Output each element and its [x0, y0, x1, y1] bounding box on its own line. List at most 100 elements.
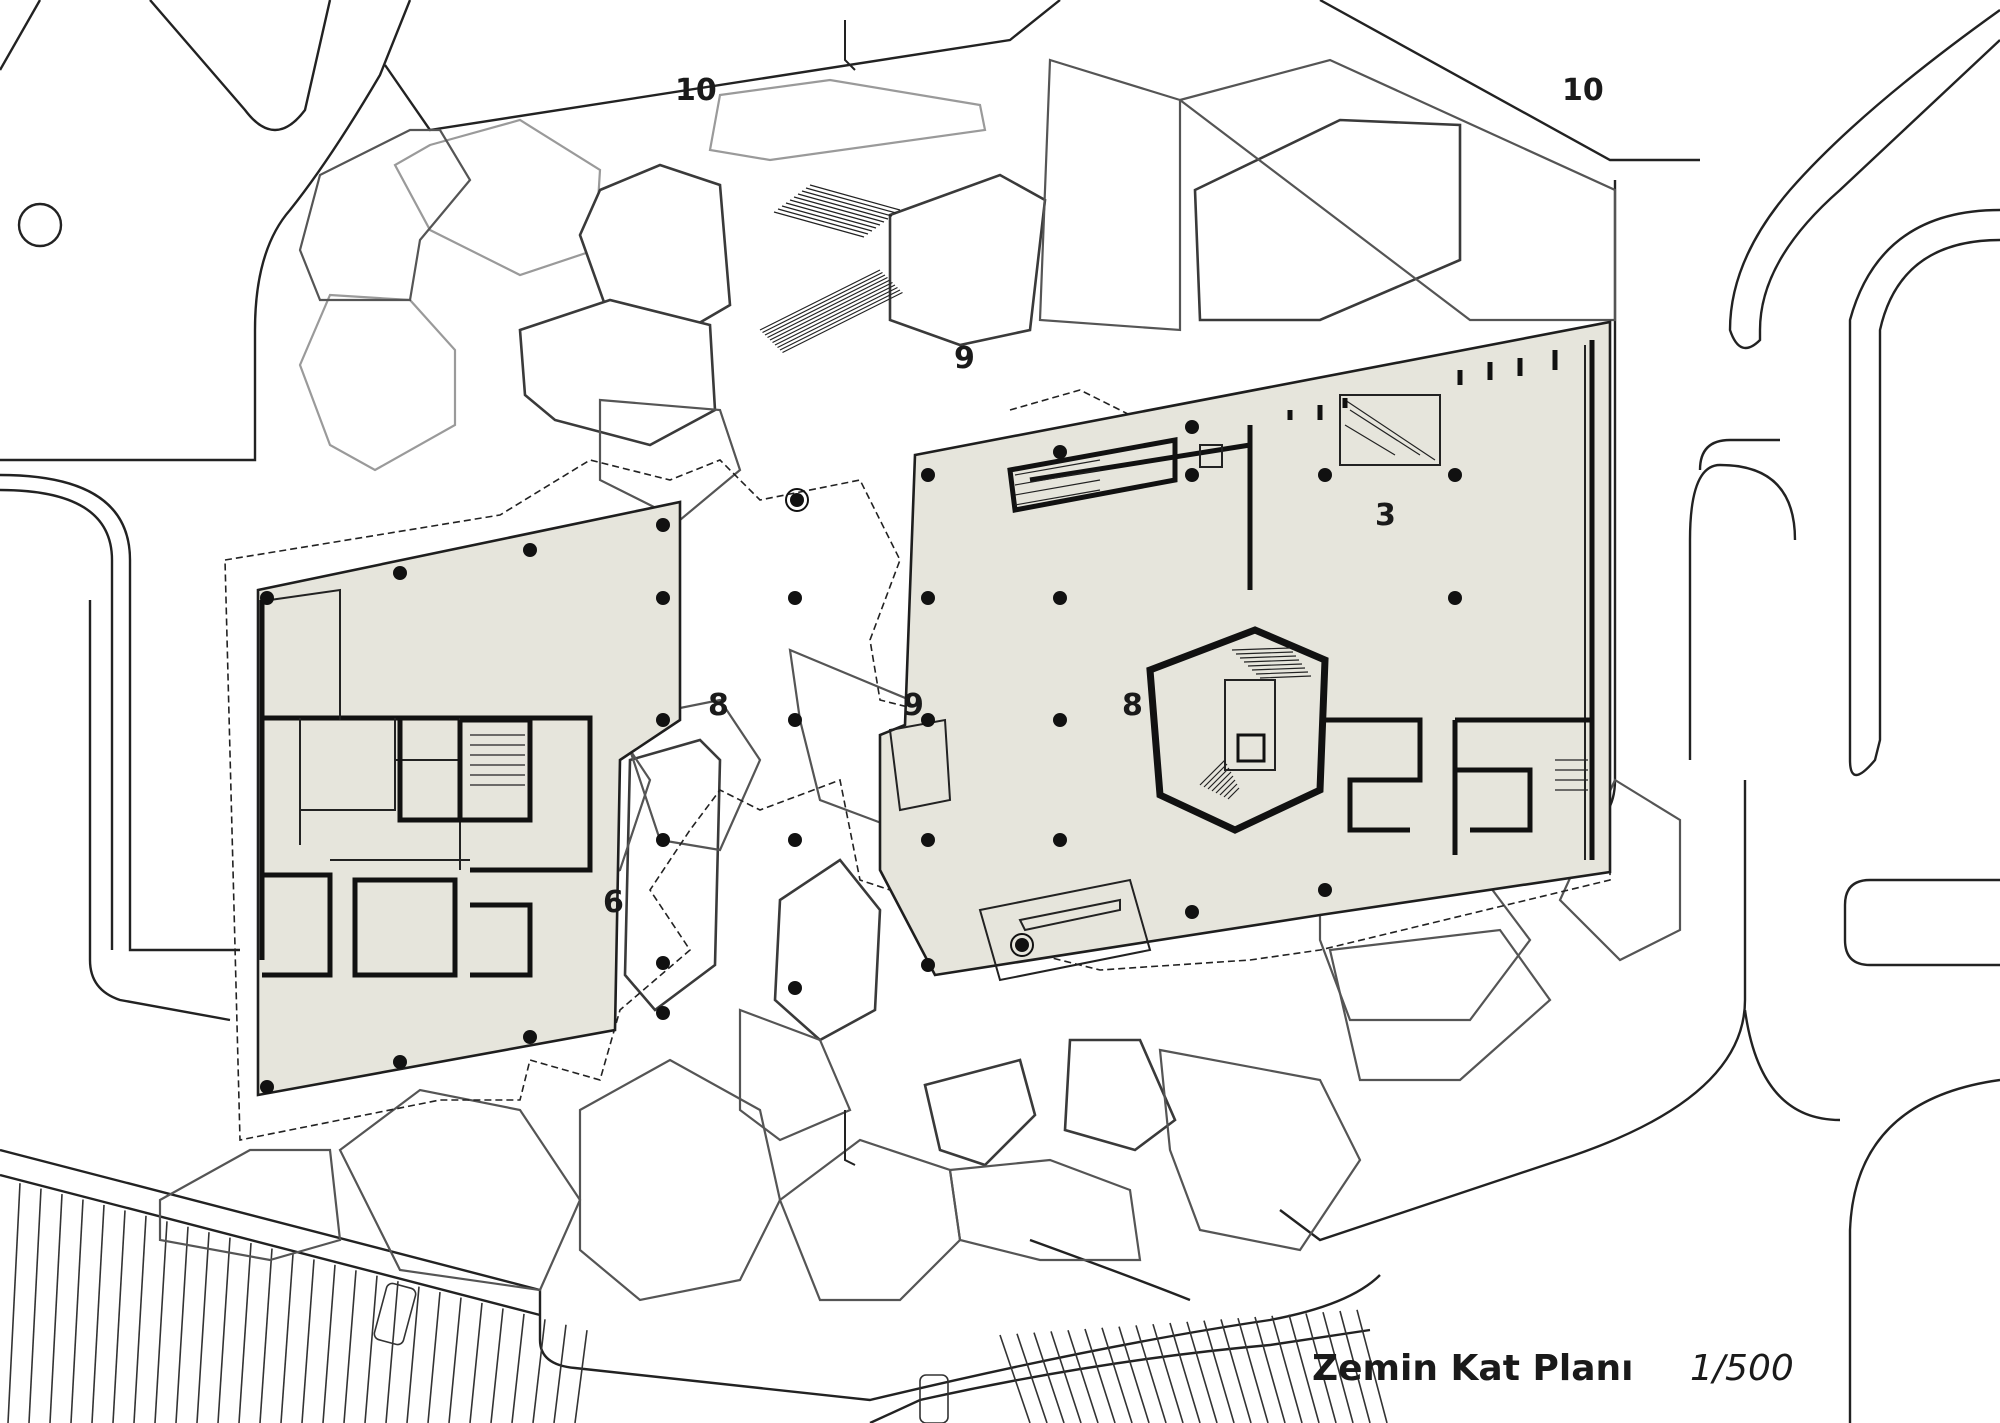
parking-stall-line	[1356, 1309, 1388, 1423]
parking-stall-line	[133, 1215, 147, 1423]
terrace-step	[805, 187, 897, 214]
terrace-step	[772, 281, 893, 344]
west-rooms-lower	[262, 872, 533, 978]
road-right-notch	[1698, 438, 1780, 471]
east-service-core-b	[1452, 717, 1592, 855]
canopy-outline-west	[224, 459, 961, 1141]
parking-stall-line	[154, 1221, 168, 1423]
core-lift	[1224, 679, 1276, 771]
column-ring-marker	[1010, 933, 1034, 957]
parking-stall-line	[343, 1270, 357, 1423]
east-top-stair	[1339, 394, 1441, 466]
parking-stall-line	[532, 1319, 546, 1423]
road-right-lower	[1279, 780, 1747, 1242]
structural-column	[260, 591, 274, 605]
paving-cell	[598, 398, 742, 522]
parking-stall-line	[112, 1210, 126, 1423]
structural-column	[656, 591, 670, 605]
parking-stall-line	[301, 1259, 315, 1423]
parking-stall-line	[91, 1204, 105, 1423]
structural-column	[656, 1006, 670, 1020]
parking-stall-line	[406, 1286, 420, 1423]
label-area-10-left: 10	[675, 73, 717, 108]
road-left-lane	[88, 600, 231, 1022]
parking-stall-line	[469, 1302, 483, 1423]
structural-column	[1448, 468, 1462, 482]
structural-column	[788, 591, 802, 605]
label-area-8-center: 8	[1122, 688, 1143, 723]
structural-column	[1053, 713, 1067, 727]
road-right-upper	[1728, 9, 2000, 350]
structural-column	[393, 1055, 407, 1069]
paving-cell	[158, 1148, 342, 1262]
parking-stall-line	[385, 1281, 399, 1423]
hexagonal-stair-core	[1146, 626, 1329, 834]
structural-column	[1185, 468, 1199, 482]
paving-cell	[1158, 1048, 1362, 1252]
structural-column	[656, 956, 670, 970]
road-right-loop	[1848, 208, 2000, 777]
road-right-pill	[1688, 463, 1797, 760]
west-corridor-line	[269, 588, 341, 720]
road-top-band	[384, 0, 1061, 132]
parking-stall-line	[1339, 1310, 1371, 1423]
parking-stall-line	[238, 1243, 252, 1423]
paving-hex	[298, 293, 457, 472]
label-area-9-center: 9	[903, 688, 924, 723]
parking-stall-line	[175, 1226, 189, 1423]
parking-stall-line	[1050, 1331, 1082, 1423]
terrace-step	[773, 211, 865, 238]
structural-column	[1053, 833, 1067, 847]
east-entrance-ramp	[1007, 437, 1178, 513]
parking-stall-line	[196, 1232, 210, 1423]
east-service-core-a	[1325, 717, 1423, 833]
parking-stall-line	[1305, 1313, 1337, 1423]
paving-cell	[1038, 58, 1182, 332]
structural-column	[523, 543, 537, 557]
paving-hex	[888, 173, 1047, 347]
parking-stall-line	[364, 1275, 378, 1423]
terrace-step	[782, 291, 903, 354]
parking-stall-line	[259, 1248, 273, 1423]
parking-stall-line	[1288, 1314, 1320, 1423]
paving-cell	[338, 1088, 582, 1292]
canopy-outline-core	[999, 389, 1181, 621]
terrace-step	[767, 276, 888, 339]
terrace-step	[769, 279, 891, 341]
terrace-step	[777, 208, 869, 235]
parking-stall-line	[1101, 1327, 1133, 1423]
parking-stall-line	[1152, 1323, 1184, 1423]
label-area-10-right: 10	[1562, 73, 1604, 108]
structural-column	[523, 1030, 537, 1044]
structural-column	[1053, 591, 1067, 605]
terrace-step	[785, 202, 877, 229]
terrace-step	[764, 274, 886, 336]
east-top-stair-treads	[1344, 399, 1436, 461]
paving-cell	[298, 128, 472, 302]
terrace-step	[789, 199, 881, 226]
structural-column	[1015, 938, 1029, 952]
entry-marker-bottom	[844, 1110, 856, 1166]
paving-hex	[1063, 1038, 1177, 1152]
structural-column	[788, 713, 802, 727]
label-area-3: 3	[1375, 498, 1396, 533]
east-service-stair	[1555, 759, 1588, 791]
structural-column	[1185, 905, 1199, 919]
structural-column	[921, 713, 935, 727]
road-bottom-band	[0, 1148, 1381, 1402]
terrace-step	[793, 196, 885, 223]
paving-cell	[1328, 928, 1552, 1082]
paving-cell	[1177, 58, 1617, 322]
parked-car-left	[373, 1282, 417, 1346]
west-building	[256, 500, 682, 1097]
paving-hex	[518, 298, 717, 447]
parked-car-right	[919, 1374, 949, 1423]
paving-cell	[948, 1158, 1142, 1262]
paving-hex	[393, 118, 602, 277]
roundabout-marker	[17, 202, 63, 248]
parking-stall-line	[490, 1308, 504, 1423]
structural-column	[1448, 591, 1462, 605]
parking-stall-line	[1135, 1325, 1167, 1423]
road-right-stub	[1843, 878, 2000, 967]
